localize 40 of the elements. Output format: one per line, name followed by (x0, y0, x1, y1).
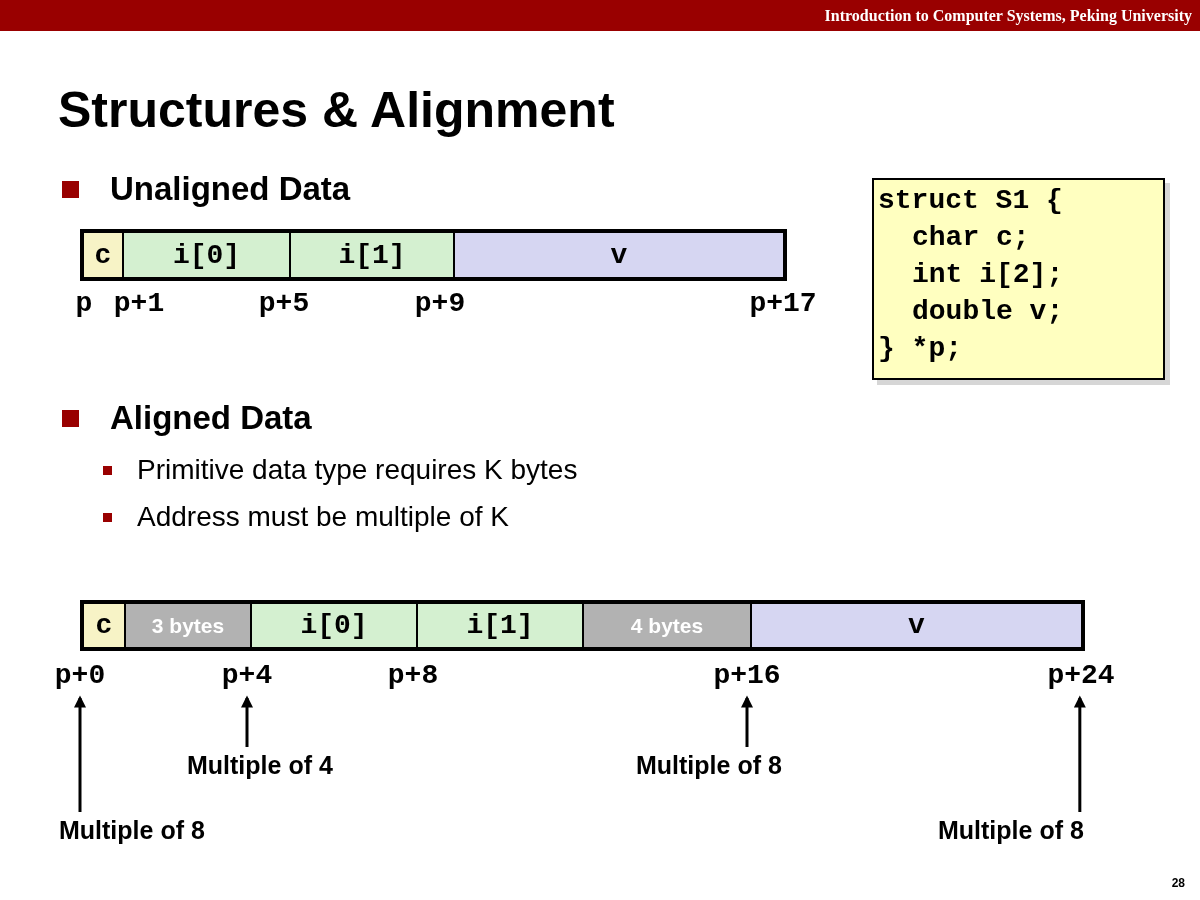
memory-cell: v (750, 600, 1085, 651)
code-line: int i[2]; (912, 258, 1064, 292)
address-label: p+9 (414, 288, 466, 320)
address-label: p+16 (713, 660, 781, 692)
alignment-note: Multiple of 8 (59, 815, 205, 845)
header-text: Introduction to Computer Systems, Peking University (824, 6, 1192, 27)
memory-cell: i[0] (122, 229, 289, 281)
bullet-heading: Unaligned Data (110, 169, 351, 209)
arrow (1073, 695, 1086, 812)
address-label: p+24 (1047, 660, 1115, 692)
memory-cell: i[0] (250, 600, 416, 651)
code-line: char c; (912, 221, 1030, 255)
padding-cell: 4 bytes (582, 600, 750, 651)
address-label: p+8 (387, 660, 439, 692)
alignment-note: Multiple of 4 (187, 750, 333, 780)
code-line: double v; (912, 295, 1064, 329)
page-number: 28 (1171, 876, 1185, 890)
padding-cell: 3 bytes (124, 600, 250, 651)
arrow (241, 695, 253, 747)
memory-cell: i[1] (416, 600, 582, 651)
memory-cell: i[1] (289, 229, 453, 281)
address-label: p (75, 288, 93, 320)
bullet-heading: Aligned Data (110, 398, 312, 438)
memory-cell: c (80, 600, 124, 651)
arrow (74, 695, 86, 812)
slide-title: Structures & Alignment (58, 81, 615, 140)
code-line: struct S1 { (878, 184, 1063, 218)
memory-cell: c (80, 229, 122, 281)
alignment-note: Multiple of 8 (938, 815, 1084, 845)
alignment-note: Multiple of 8 (636, 750, 782, 780)
code-line: } *p; (878, 332, 962, 366)
bullet-text: Address must be multiple of K (137, 500, 509, 534)
address-label: p+5 (258, 288, 310, 320)
address-label: p+0 (54, 660, 106, 692)
arrow (741, 695, 753, 747)
address-label: p+1 (113, 288, 165, 320)
bullet-text: Primitive data type requires K bytes (137, 453, 578, 487)
memory-cell: v (453, 229, 787, 281)
address-label: p+17 (749, 288, 817, 320)
address-label: p+4 (221, 660, 273, 692)
